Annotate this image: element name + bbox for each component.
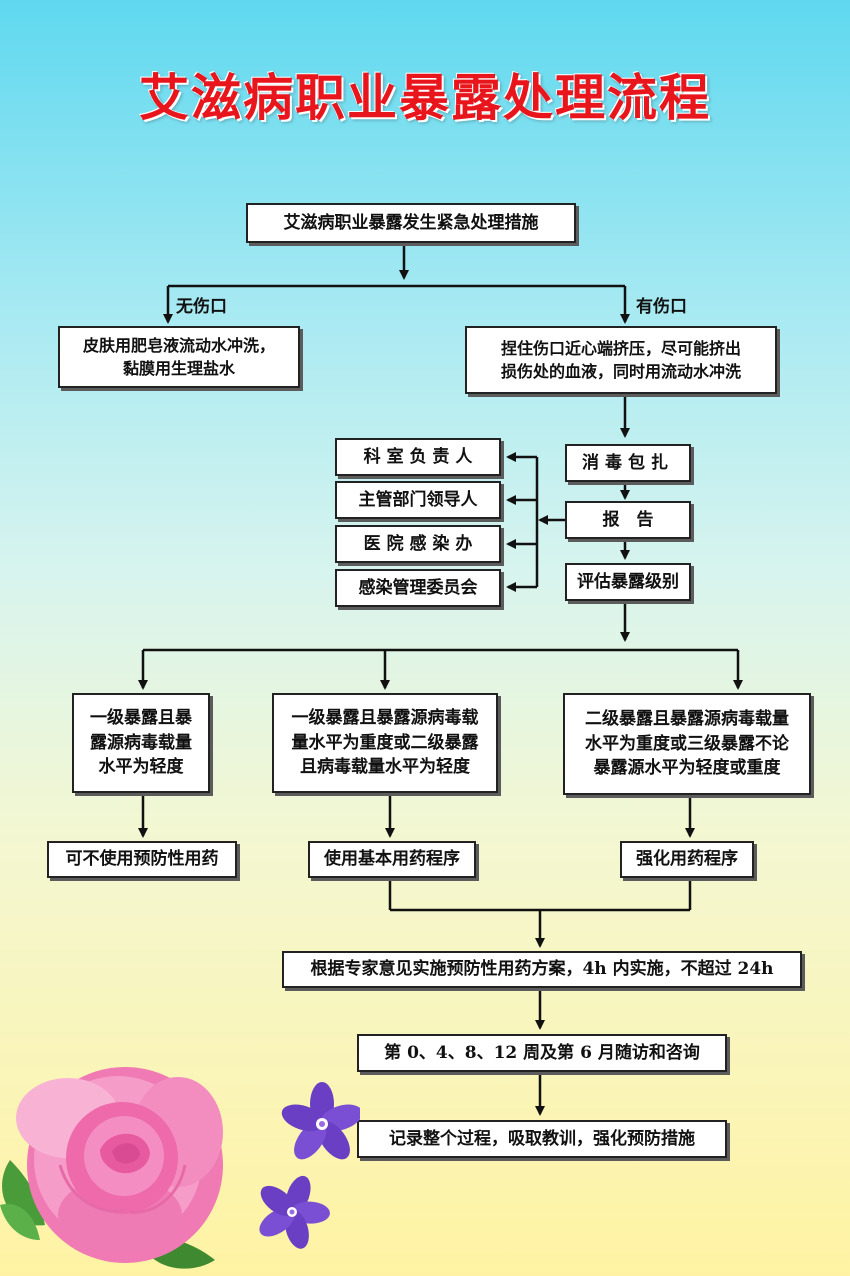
level-box-3: 二级暴露且暴露源病毒载量 水平为重度或三级暴露不论 暴露源水平为轻度或重度: [563, 693, 811, 795]
level-box-1: 一级暴露且暴 露源病毒载量 水平为轻度: [72, 693, 210, 793]
outcome-no-drug: 可不使用预防性用药: [47, 841, 237, 878]
no-wound-action-box: 皮肤用肥皂液流动水冲洗， 黏膜用生理盐水: [58, 326, 300, 388]
outcome-enhanced-regimen: 强化用药程序: [620, 841, 754, 878]
report-target-infection-office: 医 院 感 染 办: [335, 525, 501, 563]
wound-action-box: 捏住伤口近心端挤压，尽可能挤出 损伤处的血液，同时用流动水冲洗: [465, 326, 777, 394]
no-wound-label: 无伤口: [176, 297, 227, 317]
periwinkle-icon-1: [281, 1082, 360, 1160]
rose-icon: [16, 1067, 223, 1263]
prophylaxis-box: 根据专家意见实施预防性用药方案，4h 内实施，不超过 24h: [282, 951, 802, 988]
start-box: 艾滋病职业暴露发生紧急处理措施: [246, 203, 576, 243]
record-box: 记录整个过程，吸取教训，强化预防措施: [357, 1120, 727, 1158]
assess-box: 评估暴露级别: [565, 563, 691, 601]
wound-label: 有伤口: [636, 297, 687, 317]
page-title: 艾滋病职业暴露处理流程: [139, 69, 711, 127]
periwinkle-icon-2: [259, 1175, 330, 1249]
report-target-infection-committee: 感染管理委员会: [335, 569, 501, 607]
report-box: 报 告: [565, 501, 691, 539]
level-box-2: 一级暴露且暴露源病毒载 量水平为重度或二级暴露 且病毒载量水平为轻度: [272, 693, 498, 793]
outcome-basic-regimen: 使用基本用药程序: [308, 841, 476, 878]
rose-decoration: [0, 1067, 360, 1269]
followup-box: 第 0、4、8、12 周及第 6 月随访和咨询: [357, 1034, 727, 1072]
report-target-dept-leader: 主管部门领导人: [335, 481, 501, 519]
report-target-dept-head: 科 室 负 责 人: [335, 438, 501, 476]
disinfect-box: 消毒包扎: [565, 444, 691, 482]
